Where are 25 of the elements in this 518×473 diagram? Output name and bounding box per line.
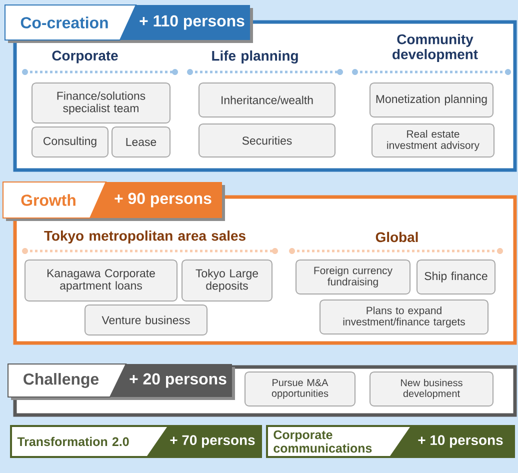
section-banner: Corporate communications + 10 persons: [266, 425, 515, 458]
item-box: Lease: [112, 126, 170, 158]
item-box: Inheritance/wealth: [198, 82, 336, 118]
item-box: Pursue M&A opportunities: [244, 372, 356, 406]
section-heading: Global: [376, 232, 418, 242]
section-tag: Growth + 90 persons: [2, 182, 225, 221]
item-box: Consulting: [32, 126, 108, 158]
item-box: Finance/solutions specialist team: [32, 82, 170, 124]
section-heading: Tokyo metropolitan area sales: [44, 230, 246, 244]
item-box: Kanagawa Corporate apartment loans: [24, 260, 178, 302]
section-tag: Co-creation + 110 persons: [4, 4, 253, 43]
section-heading: Corporate: [52, 50, 118, 64]
item-box: Foreign currency fundraising: [296, 260, 410, 294]
item-box: Monetization planning: [370, 82, 494, 118]
section-heading: Life planning: [212, 50, 298, 64]
section-heading: Community development: [392, 34, 478, 62]
item-box: Tokyo Large deposits: [182, 260, 272, 302]
item-box: Securities: [198, 124, 336, 158]
section-banner: Transformation 2.0 + 70 persons: [10, 425, 262, 458]
item-box: Ship finance: [416, 260, 496, 294]
item-box: New business development: [370, 372, 494, 406]
item-box: Venture business: [84, 304, 208, 336]
section-tag: Challenge + 20 persons: [8, 364, 235, 400]
item-box: Plans to expand investment/finance targets: [320, 300, 488, 334]
item-box: Real estate investment advisory: [372, 124, 494, 158]
